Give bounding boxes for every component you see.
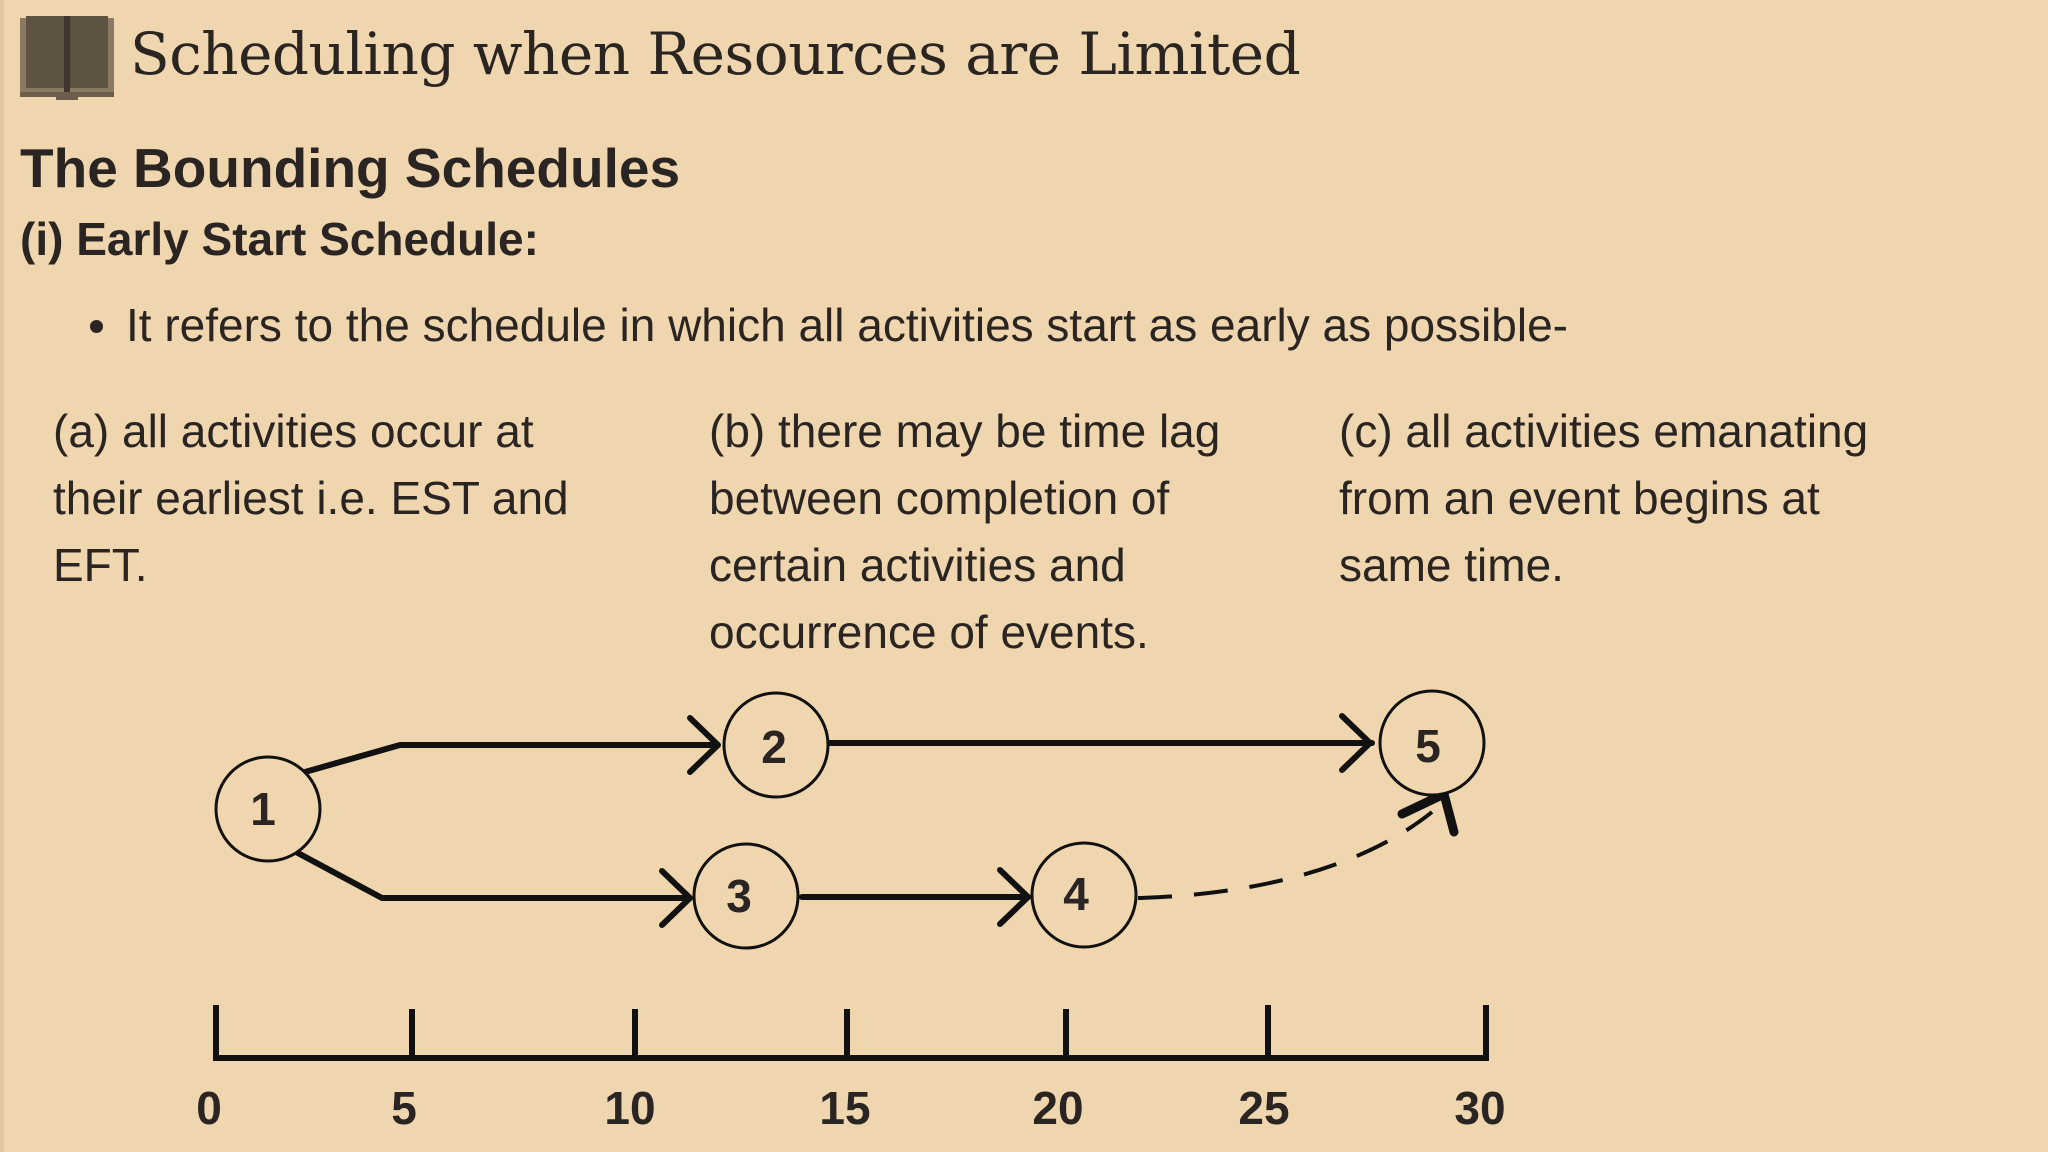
point-c-line: (c) all activities emanating — [1339, 405, 1869, 457]
arrowhead-4 — [997, 867, 1031, 927]
point-b-line: (b) there may be time lag — [709, 405, 1221, 457]
node-3 — [692, 842, 800, 950]
arrowhead-3 — [659, 868, 693, 928]
point-a-line: EFT. — [53, 539, 148, 591]
section-heading: The Bounding Schedules — [20, 137, 681, 199]
point-b-line: occurrence of events. — [709, 606, 1149, 658]
node-3-label: 3 — [726, 870, 752, 922]
node-1 — [214, 755, 322, 863]
bullet-text: It refers to the schedule in which all a… — [126, 299, 1568, 351]
point-a-line: (a) all activities occur at — [53, 405, 534, 457]
arrowhead-2 — [687, 715, 721, 775]
edge-1-2 — [302, 742, 718, 775]
tick-label: 0 — [196, 1082, 222, 1134]
node-2 — [722, 691, 830, 799]
node-5-label: 5 — [1415, 720, 1441, 772]
node-4 — [1030, 841, 1138, 949]
node-5 — [1378, 689, 1486, 797]
node-4-label: 4 — [1063, 868, 1089, 920]
bullet-marker — [90, 320, 103, 333]
open-book-icon — [20, 16, 114, 100]
point-c-line: from an event begins at — [1339, 472, 1820, 524]
tick-label: 15 — [819, 1082, 870, 1134]
page-title: Scheduling when Resources are Limited — [130, 20, 1301, 88]
left-edge-strip — [0, 0, 4, 1152]
tick-label: 20 — [1032, 1082, 1083, 1134]
node-2-label: 2 — [761, 721, 787, 773]
point-b-line: certain activities and — [709, 539, 1126, 591]
point-a: (a) all activities occur at their earlie… — [53, 398, 653, 599]
node-1-label: 1 — [250, 783, 276, 835]
point-c-line: same time. — [1339, 539, 1564, 591]
point-c: (c) all activities emanating from an eve… — [1339, 398, 1959, 599]
arrowhead-5 — [1339, 713, 1373, 773]
tick-label: 10 — [604, 1082, 655, 1134]
edge-1-3 — [293, 849, 691, 901]
tick-label: 5 — [391, 1082, 417, 1134]
point-a-line: their earliest i.e. EST and — [53, 472, 569, 524]
point-b: (b) there may be time lag between comple… — [709, 398, 1309, 666]
tick-label: 30 — [1454, 1082, 1505, 1134]
edge-4-5-dashed — [1137, 810, 1434, 900]
point-b-line: between completion of — [709, 472, 1170, 524]
tick-label: 25 — [1238, 1082, 1289, 1134]
section-subheading: (i) Early Start Schedule: — [20, 213, 539, 265]
